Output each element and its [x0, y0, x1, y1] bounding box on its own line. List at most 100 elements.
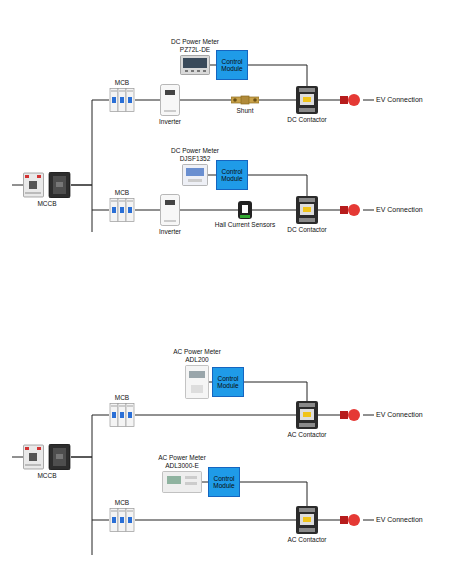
plug-icon	[340, 409, 374, 421]
static-wires	[12, 185, 92, 555]
component-label: MCCB	[37, 200, 56, 207]
contactor-icon	[296, 401, 318, 429]
component-node: Hall Current Sensors	[215, 201, 275, 228]
wire-connector	[71, 457, 109, 520]
icon-part	[189, 371, 205, 378]
component-node: DC Contactor	[287, 196, 326, 233]
wire-connector	[71, 185, 109, 210]
component-label: Shunt	[237, 107, 254, 114]
icon-part	[296, 506, 318, 534]
wire-connector	[252, 210, 296, 211]
icon-part	[127, 405, 133, 407]
icon-part	[128, 97, 132, 103]
component-label: DC Contactor	[287, 226, 326, 233]
component-label: AC Contactor	[287, 536, 326, 543]
component-label: Inverter	[159, 228, 181, 235]
component-label: Hall Current Sensors	[215, 221, 275, 228]
icon-part	[183, 165, 208, 186]
icon-part	[186, 366, 209, 399]
component-label: AC Contactor	[287, 431, 326, 438]
wire-connector	[244, 382, 307, 401]
feed-stub	[12, 457, 23, 458]
icon-part	[348, 94, 360, 106]
icon-part	[29, 181, 37, 189]
wire-connector	[71, 415, 109, 457]
meterc-icon	[185, 365, 209, 399]
icon-part	[299, 528, 315, 532]
icon-part	[25, 447, 29, 450]
icon-part	[303, 207, 311, 212]
icon-part	[120, 207, 124, 213]
component-label: MCB	[115, 499, 129, 506]
icon-part	[110, 199, 118, 222]
icon-part	[299, 218, 315, 222]
icon-part	[165, 90, 175, 95]
icon-part	[181, 56, 210, 75]
bus-extension	[92, 210, 93, 232]
component-label: Control Module	[215, 375, 241, 390]
connection-label: EV Connection	[376, 96, 423, 104]
icon-part	[111, 510, 117, 512]
shunt-icon	[231, 95, 259, 105]
icon-part	[53, 176, 66, 194]
icon-part	[163, 472, 202, 493]
icon-part	[296, 196, 318, 224]
component-node: MCB	[109, 79, 135, 112]
component-label: Control Module	[219, 58, 245, 73]
component-node: MCB	[109, 394, 135, 427]
icon-part	[299, 198, 315, 202]
inverter-icon	[160, 84, 180, 116]
icon-part	[191, 70, 194, 72]
icon-part	[111, 405, 117, 407]
component-label: MCB	[115, 189, 129, 196]
icon-part	[231, 97, 259, 103]
mccb-icon	[23, 444, 71, 470]
icon-part	[348, 409, 360, 421]
connection-label: EV Connection	[376, 516, 423, 524]
icon-part	[128, 517, 132, 523]
icon-part	[340, 411, 348, 419]
wire-connector	[71, 100, 109, 185]
icon-part	[111, 90, 117, 92]
wire-connector	[248, 65, 307, 86]
component-node: EV Connection	[340, 204, 423, 216]
icon-part	[120, 517, 124, 523]
icon-part	[348, 204, 360, 216]
bus-extension	[92, 520, 93, 555]
icon-part	[296, 401, 318, 429]
component-label: Control Module	[219, 168, 245, 183]
icon-part	[238, 201, 252, 219]
mccb-icon	[23, 172, 71, 198]
component-node: EV Connection	[340, 94, 423, 106]
icon-part	[183, 58, 207, 68]
wire-connector	[135, 100, 160, 101]
icon-part	[24, 445, 44, 469]
icon-part	[126, 404, 134, 427]
contactor-icon	[296, 506, 318, 534]
plug-icon	[340, 94, 374, 106]
component-node: Inverter	[159, 84, 181, 125]
contactor-icon	[296, 196, 318, 224]
icon-part	[119, 405, 125, 407]
icon-part	[185, 476, 197, 479]
icon-part	[56, 182, 63, 187]
icon-part	[203, 70, 206, 72]
wire-connector	[318, 520, 340, 521]
icon-part	[110, 509, 118, 532]
component-label: DC Contactor	[287, 116, 326, 123]
component-node: AC Contactor	[287, 506, 326, 543]
inverter-icon	[160, 194, 180, 226]
wire-connector	[248, 175, 307, 196]
icon-part	[303, 412, 311, 417]
icon-part	[185, 482, 197, 485]
component-label: MCCB	[37, 472, 56, 479]
icon-part	[240, 215, 250, 218]
icon-part	[118, 89, 126, 112]
icon-part	[241, 96, 249, 104]
wire-connector	[180, 100, 231, 101]
icon-part	[49, 444, 70, 470]
icon-part	[118, 199, 126, 222]
icon-part	[296, 86, 318, 114]
icon-part	[242, 205, 248, 213]
